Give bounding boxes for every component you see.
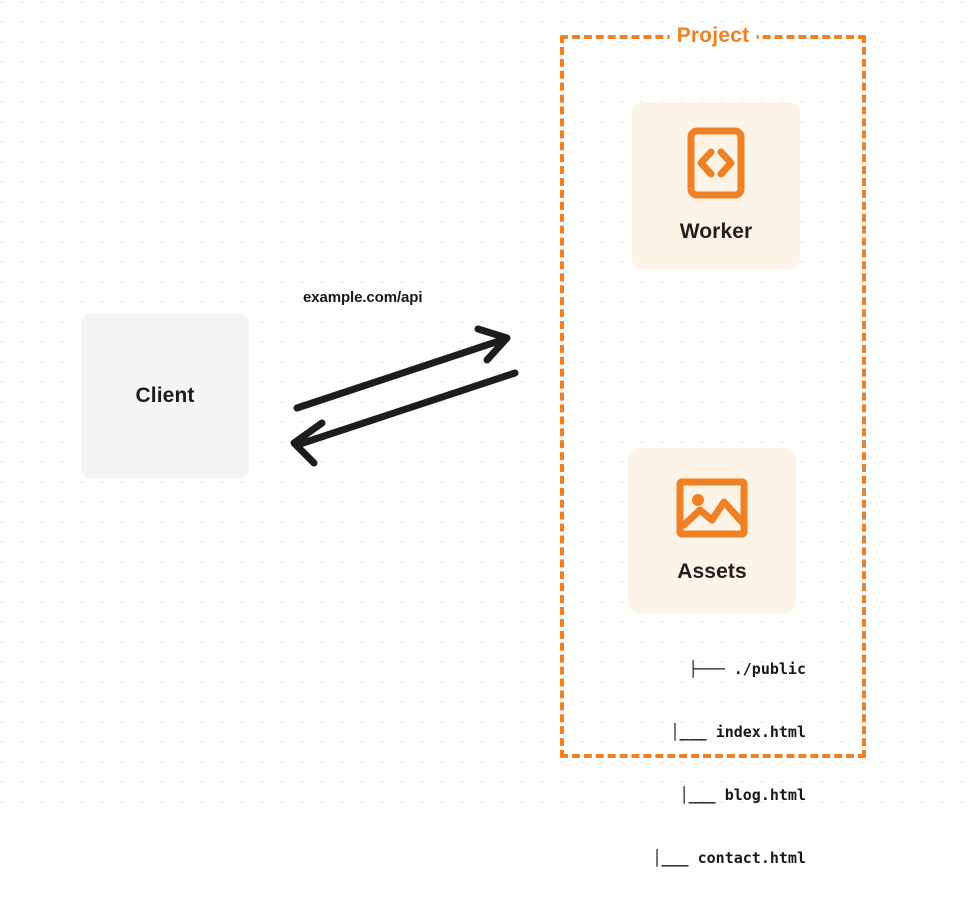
file-tree-name: blog.html (724, 786, 806, 804)
node-client[interactable]: Client (81, 314, 249, 478)
request-arrow (293, 325, 511, 412)
client-label: Client (135, 384, 195, 407)
file-tree-connector: ├─── (688, 660, 725, 678)
node-assets[interactable]: Assets (628, 448, 796, 613)
file-tree-connector: │___ (670, 723, 707, 741)
assets-label: Assets (677, 560, 747, 583)
file-tree-connector: │___ (652, 849, 689, 867)
file-tree-name: index.html (715, 723, 806, 741)
node-worker[interactable]: Worker (632, 102, 800, 269)
file-tree-connector: │___ (679, 786, 716, 804)
file-tree-row: ├─── ./public (606, 659, 806, 680)
diagram-canvas: Client example.com/api Project Worker (0, 0, 980, 867)
connection-label: example.com/api (303, 289, 423, 306)
file-tree-name: ./public (733, 660, 806, 678)
worker-label: Worker (679, 220, 753, 243)
code-brackets-icon (687, 127, 745, 204)
file-tree-row: │___ index.html (606, 722, 806, 743)
project-boundary: Project (560, 24, 866, 758)
assets-file-tree: ├─── ./public │___ index.html │___ blog.… (606, 617, 806, 911)
project-title: Project (669, 24, 757, 48)
file-tree-name: contact.html (697, 849, 806, 867)
response-arrow (290, 369, 519, 467)
file-tree-row: │___ blog.html (606, 785, 806, 806)
image-icon (676, 477, 748, 544)
file-tree-row: │___ contact.html (606, 848, 806, 869)
